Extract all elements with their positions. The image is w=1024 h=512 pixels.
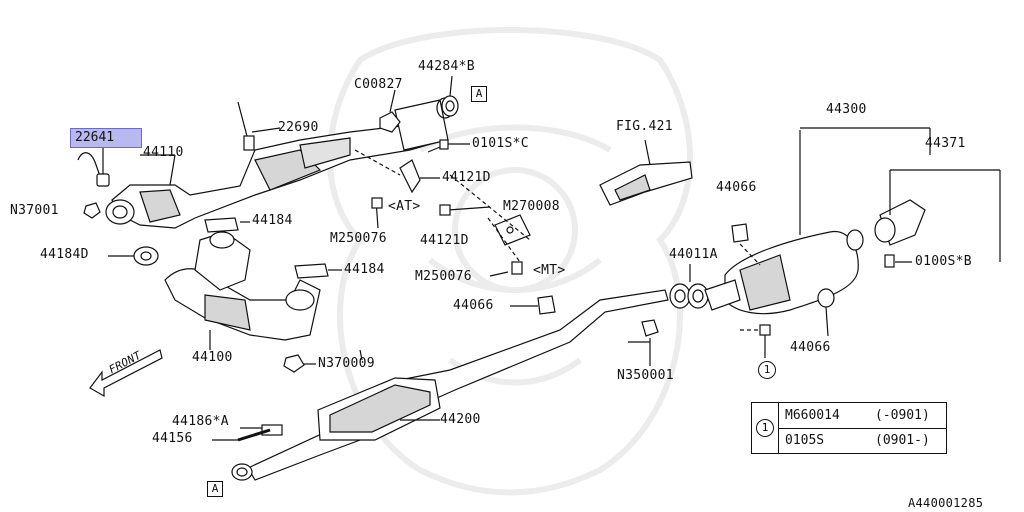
label-44186a: 44186*A	[172, 414, 229, 429]
label-m270008: M270008	[503, 199, 560, 214]
label-m250076-bottom: M250076	[415, 269, 472, 284]
bolt-m270008[interactable]	[439, 204, 491, 216]
label-44184-top: 44184	[252, 213, 293, 228]
gasket-44284b[interactable]	[441, 75, 459, 117]
label-22690: 22690	[278, 120, 319, 135]
part-number-table: 1 M660014 (-0901) 0105S (0901-)	[751, 402, 947, 454]
label-0101sc: 0101S*C	[472, 136, 529, 151]
front-pipe-44110[interactable]	[105, 97, 454, 229]
table-row[interactable]: M660014 (-0901)	[779, 403, 946, 429]
reference-box-a-bottom[interactable]: A	[207, 481, 223, 497]
bracket-44121d-bottom[interactable]	[494, 214, 531, 246]
diagram-id: A440001285	[908, 496, 984, 510]
gasket-44184d[interactable]	[108, 246, 159, 266]
table-range-2: (0901-)	[875, 433, 930, 448]
hanger-44066-mid[interactable]	[510, 295, 556, 315]
oxygen-sensor-22641[interactable]	[77, 148, 110, 187]
sensor-22690[interactable]	[237, 101, 281, 151]
bolt-44156[interactable]	[212, 428, 271, 442]
gasket-44184-mid[interactable]	[294, 263, 342, 279]
label-n370009: N370009	[318, 356, 375, 371]
bolt-0101sc[interactable]	[427, 139, 470, 153]
label-0100sb: 0100S*B	[915, 254, 972, 269]
label-mt: <MT>	[533, 263, 566, 278]
label-44184d: 44184D	[40, 247, 89, 262]
bolt-0100sb[interactable]	[884, 254, 912, 268]
nut-n370009[interactable]	[283, 354, 316, 373]
spring-44186a[interactable]	[240, 424, 283, 436]
reference-circle-1[interactable]: 1	[758, 361, 776, 379]
label-at: <AT>	[388, 199, 421, 214]
label-44066-top: 44066	[716, 180, 757, 195]
label-m250076-top: M250076	[330, 231, 387, 246]
hanger-44066-right[interactable]	[817, 288, 835, 337]
label-44100: 44100	[192, 350, 233, 365]
label-44121d-bottom: 44121D	[420, 233, 469, 248]
hanger-44066-top[interactable]	[731, 223, 761, 266]
label-n350001: N350001	[617, 368, 674, 383]
bracket-44121d-top[interactable]	[399, 159, 440, 194]
highlight-part-22641[interactable]: 22641	[70, 128, 142, 148]
table-circle-1: 1	[756, 419, 774, 437]
gasket-44011a[interactable]	[669, 264, 709, 309]
table-part-m660014: M660014	[785, 408, 840, 423]
gasket-44184-top[interactable]	[204, 217, 250, 233]
label-44200: 44200	[440, 412, 481, 427]
label-44066-right: 44066	[790, 340, 831, 355]
label-c00827: C00827	[354, 77, 403, 92]
exhaust-manifold-44100[interactable]	[164, 231, 321, 350]
label-44110: 44110	[143, 145, 184, 160]
nut-n350001[interactable]	[641, 319, 659, 366]
bolt-m250076-top[interactable]	[371, 197, 383, 229]
bolt-m250076-bottom[interactable]	[489, 261, 523, 277]
label-fig421[interactable]: FIG.421	[616, 119, 673, 134]
front-arrow-icon	[89, 349, 163, 398]
table-range-1: (-0901)	[875, 408, 930, 423]
reference-box-a-top[interactable]: A	[471, 86, 487, 102]
label-44121d-top: 44121D	[442, 170, 491, 185]
table-row[interactable]: 0105S (0901-)	[779, 428, 946, 453]
label-44284b: 44284*B	[418, 59, 475, 74]
center-pipe-44200[interactable]	[231, 289, 669, 481]
tail-cover-44371[interactable]	[874, 169, 1001, 262]
heat-shield-fig421[interactable]	[599, 139, 693, 206]
table-part-0105s: 0105S	[785, 433, 825, 448]
label-44011a: 44011A	[669, 247, 718, 262]
label-44300: 44300	[826, 102, 867, 117]
nut-n37001[interactable]	[83, 202, 101, 219]
label-44371: 44371	[925, 136, 966, 151]
nut-c00827[interactable]	[379, 89, 401, 133]
label-44066-mid: 44066	[453, 298, 494, 313]
label-44156: 44156	[152, 431, 193, 446]
label-44184-mid: 44184	[344, 262, 385, 277]
muffler-44300[interactable]	[704, 127, 931, 315]
bolt-reference-1[interactable]	[740, 324, 771, 358]
table-reference-cell: 1	[752, 403, 779, 453]
label-n37001: N37001	[10, 203, 59, 218]
